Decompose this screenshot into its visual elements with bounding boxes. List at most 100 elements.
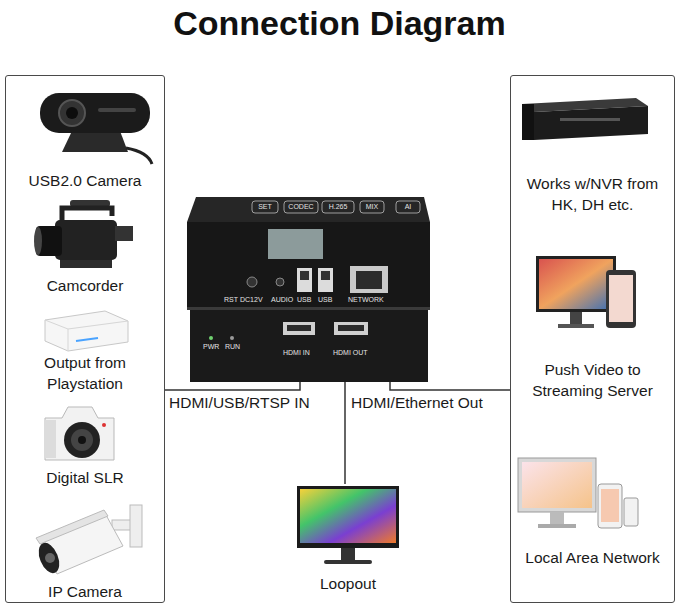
port-label: SET	[252, 202, 278, 211]
output-target: Local Area Network	[515, 548, 670, 569]
ip-camera-icon-part	[36, 510, 108, 544]
device-label: Output from Playstation	[10, 353, 160, 395]
encoder-device-part	[187, 222, 430, 307]
port-label: DC12V	[240, 295, 263, 304]
encoder-device-part	[396, 201, 420, 213]
encoder-device-part	[356, 271, 382, 289]
console-output-icon-part	[68, 329, 69, 351]
port-label: CODEC	[284, 202, 318, 211]
encoder-device-part	[287, 325, 311, 331]
camcorder-icon-part	[60, 260, 112, 268]
output-target: Works w/NVR from HK, DH etc.	[515, 174, 670, 216]
monitor-icon-part	[297, 486, 399, 548]
source-device: Output from Playstation	[10, 353, 160, 395]
camcorder-icon	[34, 200, 133, 268]
encoder-device-part	[338, 325, 364, 331]
connection-line	[344, 382, 346, 484]
connection-line	[165, 382, 300, 390]
lan-icon	[518, 458, 638, 528]
connection-line	[390, 382, 510, 390]
lan-icon-part	[522, 462, 592, 508]
lan-icon-part	[601, 489, 619, 522]
source-panel: USB2.0 CameraCamcorderOutput from Playst…	[5, 75, 165, 603]
device-label: Push Video to Streaming Server	[515, 360, 670, 402]
dslr-icon-part	[45, 407, 114, 460]
diagram-title: Connection Diagram	[0, 1, 679, 45]
lan-icon-part	[624, 498, 638, 526]
dslr-icon-part	[78, 436, 86, 444]
port-label: RUN	[225, 342, 240, 351]
port-label: HDMI IN	[283, 348, 310, 357]
encoder-device-part	[321, 271, 330, 280]
port-label: PWR	[203, 342, 219, 351]
lan-icon-part	[550, 512, 564, 524]
device-label: Works w/NVR from HK, DH etc.	[515, 174, 670, 216]
encoder-device-part	[350, 266, 388, 293]
port-label: NETWORK	[348, 295, 384, 304]
monitor-label: Loopout	[290, 574, 406, 594]
nvr-icon-part	[560, 118, 620, 121]
encoder-device-part	[284, 201, 318, 213]
streaming-icon-part	[606, 270, 636, 328]
ip-camera-icon	[35, 505, 142, 576]
port-label: MIX	[360, 202, 384, 211]
nvr-icon-part	[522, 104, 534, 140]
connection-label: HDMI/USB/RTSP IN	[167, 394, 312, 412]
encoder-device-part	[276, 278, 284, 286]
webcam-icon	[40, 93, 152, 164]
encoder-device-part	[252, 201, 278, 213]
encoder-device-part	[318, 268, 333, 292]
device-label: Local Area Network	[515, 548, 670, 569]
port-label: AI	[396, 202, 420, 211]
connection-label: HDMI/Ethernet Out	[349, 394, 485, 412]
console-output-icon-part	[45, 320, 128, 329]
encoder-device-part	[297, 268, 312, 292]
dslr-icon-part	[45, 420, 56, 458]
lan-icon-part	[518, 458, 596, 512]
dslr-icon	[45, 407, 114, 460]
streaming-icon	[536, 256, 636, 328]
encoder-device-part	[190, 310, 428, 382]
source-device: IP Camera	[10, 582, 160, 603]
port-label: RST	[224, 295, 238, 304]
ip-camera-icon-part	[45, 553, 55, 563]
monitor-icon-part	[324, 560, 372, 564]
console-output-icon-part	[45, 311, 128, 351]
dslr-icon-part	[102, 423, 106, 427]
encoder-device-part	[283, 322, 315, 335]
encoder-device-part	[247, 277, 257, 287]
nvr-icon	[522, 98, 648, 140]
camcorder-icon-part	[62, 208, 112, 222]
streaming-icon-part	[609, 275, 633, 322]
webcam-icon-part	[66, 107, 78, 119]
encoder-box: SET CODEC H.265 MIX AI RSTDC12V AUDIO USB USB NET…	[187, 195, 430, 382]
output-target: Push Video to Streaming Server	[515, 360, 670, 402]
ip-camera-icon-part	[130, 505, 142, 547]
webcam-icon-part	[98, 108, 136, 112]
camcorder-icon-part	[115, 226, 133, 241]
device-label: Digital SLR	[10, 468, 160, 489]
monitor-icon-part	[300, 489, 396, 543]
device-label: USB2.0 Camera	[10, 171, 160, 192]
webcam-icon-part	[62, 131, 128, 152]
port-label: USB	[318, 295, 332, 304]
source-device: Digital SLR	[10, 468, 160, 489]
dslr-icon-part	[71, 429, 93, 451]
console-output-icon-part	[76, 338, 98, 341]
encoder-device-part	[187, 307, 430, 310]
device-label: Camcorder	[10, 276, 160, 297]
source-device: Camcorder	[10, 276, 160, 297]
camcorder-icon-part	[55, 220, 117, 260]
encoder-device-part	[300, 271, 309, 280]
encoder-device	[187, 197, 430, 382]
encoder-device-part	[334, 322, 368, 335]
encoder-device-part	[322, 201, 354, 213]
port-label: AUDIO	[271, 295, 293, 304]
port-label: H.265	[322, 202, 354, 211]
lan-icon-part	[598, 484, 622, 528]
loopout-monitor: Loopout	[290, 484, 406, 594]
lan-icon-part	[538, 524, 576, 528]
port-label: USB	[297, 295, 311, 304]
